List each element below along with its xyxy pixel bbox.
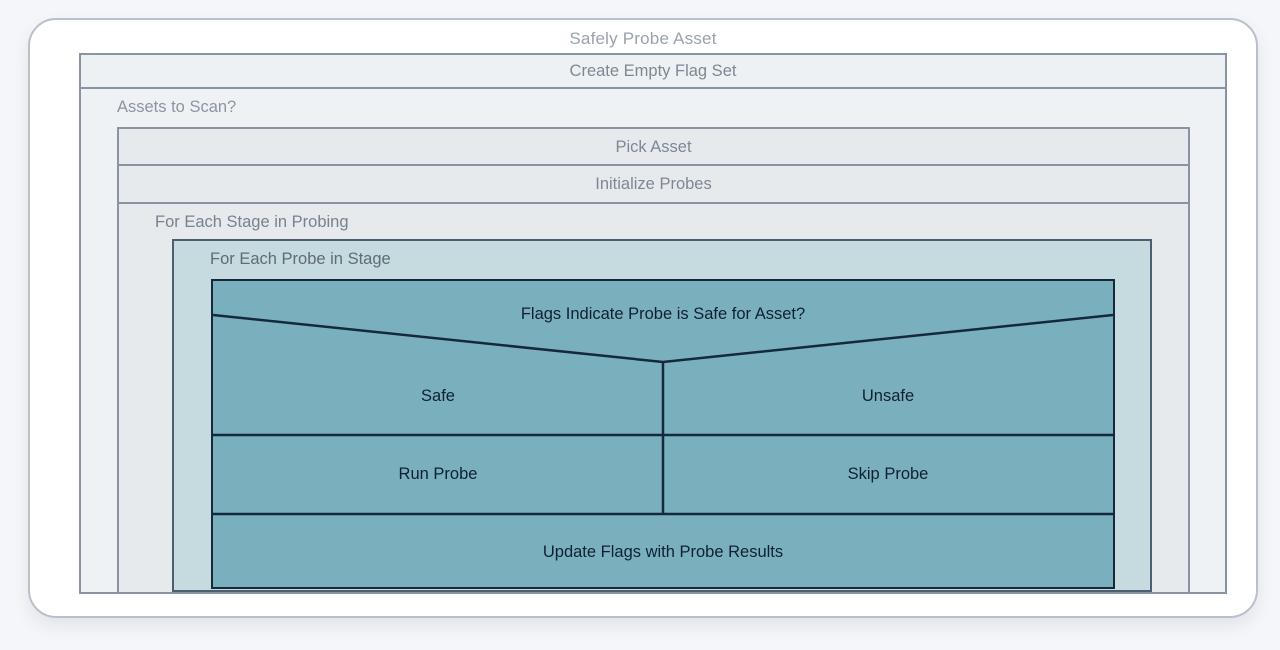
loop-for-each-probe-label: For Each Probe in Stage — [210, 250, 391, 268]
decision-branch-safe: Safe — [421, 387, 455, 405]
loop-assets-to-scan-label: Assets to Scan? — [117, 98, 237, 116]
decision-flags-indicate-safe: Flags Indicate Probe is Safe for Asset? … — [211, 279, 1115, 589]
decision-branch-unsafe: Unsafe — [861, 387, 915, 405]
step-skip-probe: Skip Probe — [847, 465, 929, 483]
step-update-flags: Update Flags with Probe Results — [542, 543, 784, 561]
flow-diagram-card: Safely Probe Asset Create Empty Flag Set… — [28, 18, 1258, 618]
step-create-empty-flag-set: Create Empty Flag Set — [79, 53, 1227, 89]
diagram-title: Safely Probe Asset — [569, 29, 717, 48]
loop-for-each-stage-label: For Each Stage in Probing — [155, 213, 349, 231]
step-run-probe: Run Probe — [398, 465, 478, 483]
step-pick-asset: Pick Asset — [117, 127, 1190, 166]
decision-branch-lines — [213, 313, 1113, 516]
step-initialize-probes: Initialize Probes — [117, 164, 1190, 204]
decision-question: Flags Indicate Probe is Safe for Asset? — [520, 305, 806, 323]
